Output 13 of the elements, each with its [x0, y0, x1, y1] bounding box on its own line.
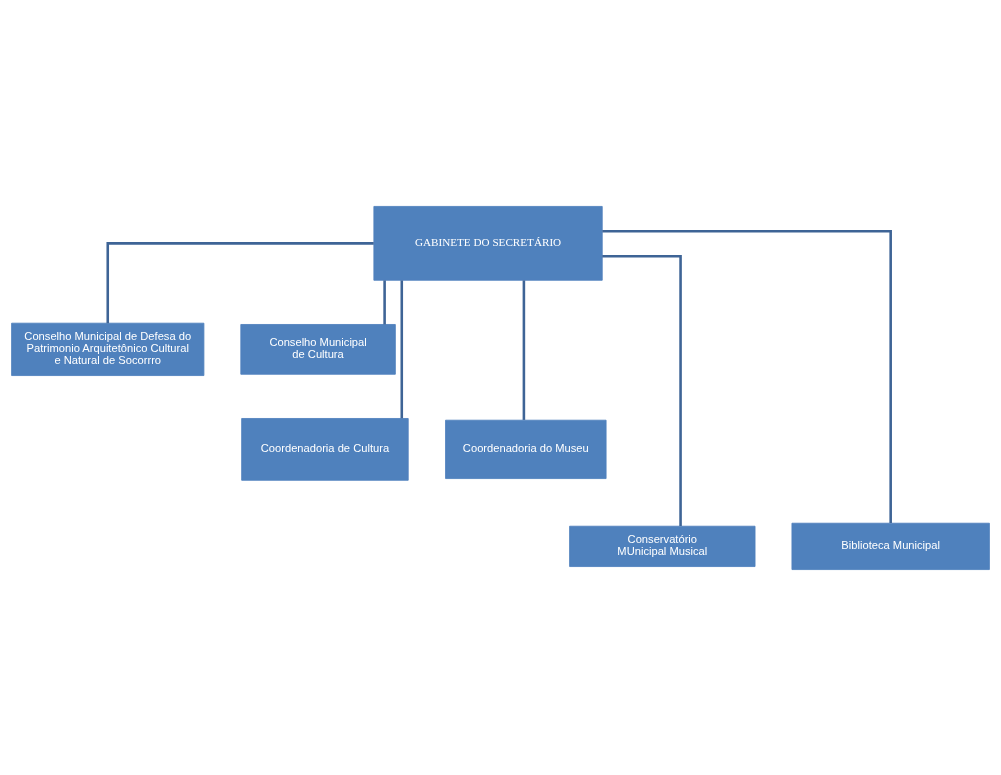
node-box: Biblioteca Municipal — [791, 522, 990, 570]
node-box: Conselho Municipal de Cultura — [240, 323, 396, 375]
connector — [602, 254, 682, 526]
node-box: GABINETE DO SECRETÁRIO — [373, 205, 603, 281]
node-box: Coordenadoria do Museu — [445, 419, 607, 479]
node-box: Conselho Municipal de Defesa do Patrimonio Arquitetônico Cultural e Natural de Socorrro — [11, 322, 205, 376]
connector — [522, 279, 526, 420]
connector — [106, 241, 374, 323]
connector — [602, 229, 892, 523]
node-box: Conservatório MUnicipal Musical — [569, 525, 756, 567]
node-box: Coordenadoria de Cultura — [241, 417, 409, 481]
connector — [383, 279, 386, 324]
connector — [400, 279, 404, 418]
